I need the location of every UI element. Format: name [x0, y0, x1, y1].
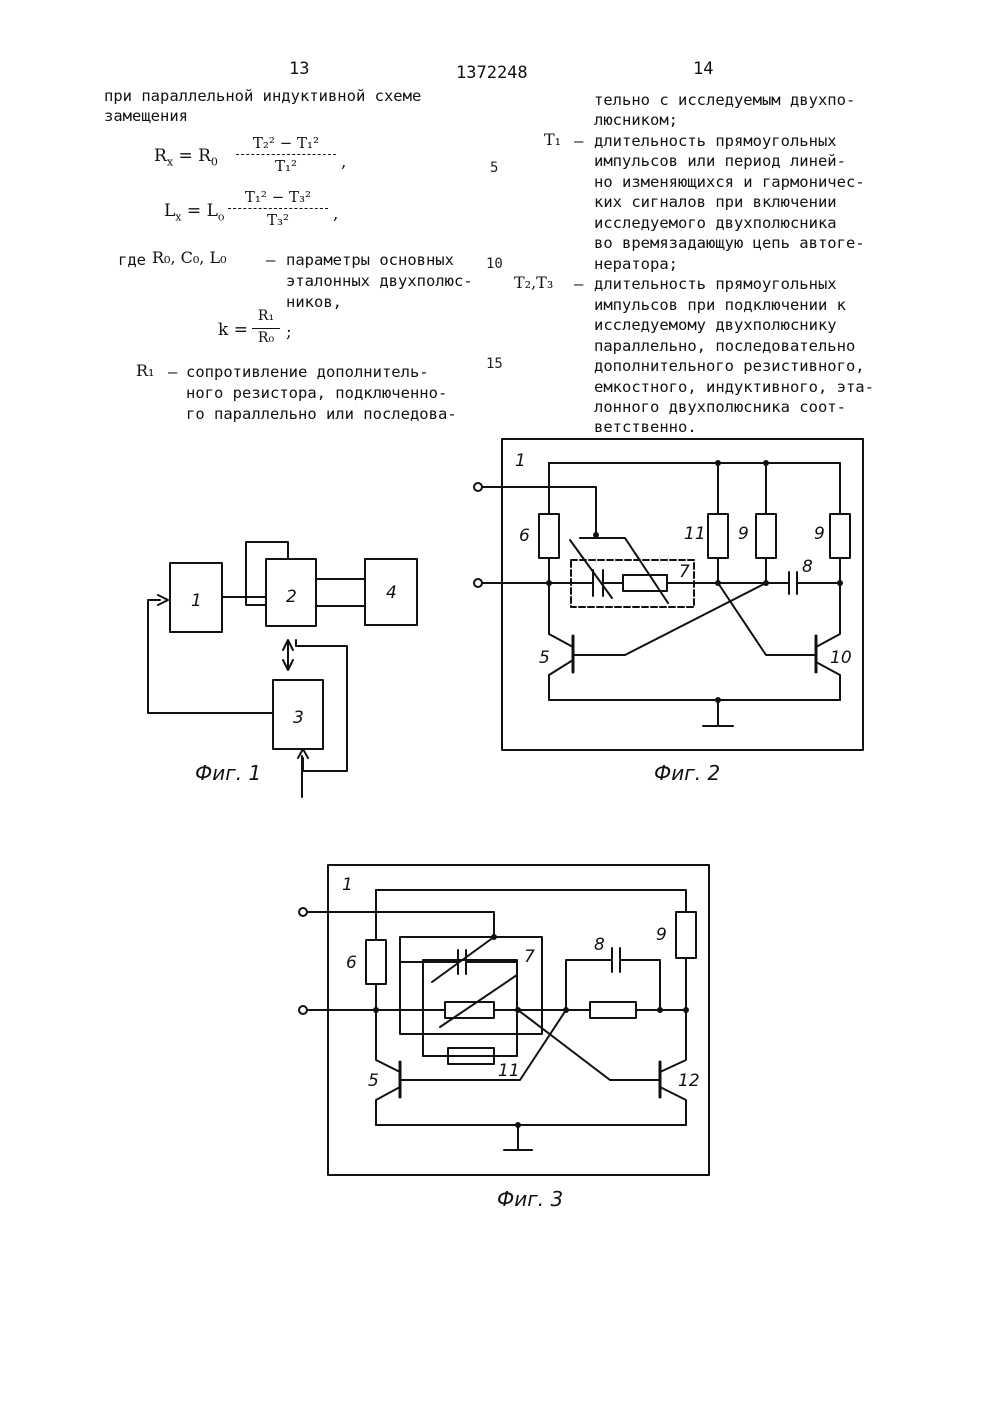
fig2-ground-symbol [703, 700, 733, 726]
fig3-wire [307, 912, 494, 937]
fig3-circuit: 1 6 7 8 9 5 11 12 [299, 865, 709, 1175]
fig2-tuning-arrows [570, 538, 668, 603]
fig2-resistor-9a [756, 514, 776, 558]
fig2-label-9a: 9 [738, 524, 749, 544]
fig3-label-8: 8 [594, 935, 605, 955]
fig1-link-2-3 [283, 640, 293, 670]
fig2-capacitor-8 [789, 572, 797, 594]
fig2-label-11: 11 [684, 524, 706, 544]
fig2-cross-wire-2 [718, 583, 816, 655]
fig3-capacitor-8 [612, 948, 620, 972]
fig2-terminal-top [474, 483, 482, 491]
fig3-label-12: 12 [678, 1071, 700, 1091]
fig1-block-diagram: 1 2 3 4 [148, 542, 417, 797]
fig2-resistor-7 [623, 575, 667, 591]
fig1-link-2-4 [316, 579, 365, 606]
fig2-transistor-10-leads [816, 583, 840, 700]
fig1-caption: Фиг. 1 [195, 761, 261, 785]
fig2-terminal-bottom [474, 579, 482, 587]
fig2-label-10: 10 [830, 648, 852, 668]
fig2-label-9b: 9 [814, 524, 825, 544]
fig2-label-5: 5 [539, 648, 550, 668]
fig2-resistor-9b [830, 514, 850, 558]
fig1-label-2: 2 [286, 587, 297, 607]
fig2-cross-wire-1 [573, 583, 766, 655]
fig1-label-4: 4 [386, 583, 397, 603]
fig2-label-6: 6 [519, 526, 530, 546]
fig3-terminal-bottom [299, 1006, 307, 1014]
fig2-resistor-11 [708, 514, 728, 558]
fig3-terminal-top [299, 908, 307, 916]
fig3-resistor-9 [676, 912, 696, 958]
fig3-resistor-6 [366, 940, 386, 984]
fig3-label-5: 5 [368, 1071, 379, 1091]
fig3-resistor-7 [445, 1002, 494, 1018]
fig3-block-7-inner [423, 960, 517, 1056]
fig2-frame [502, 439, 863, 750]
fig2-label-1: 1 [515, 451, 526, 471]
fig3-caption: Фиг. 3 [497, 1187, 563, 1211]
fig1-label-1: 1 [191, 591, 202, 611]
fig3-label-9: 9 [656, 925, 667, 945]
fig3-label-1: 1 [342, 875, 353, 895]
fig3-block-7-outer [400, 937, 542, 1034]
fig2-label-8: 8 [802, 557, 813, 577]
fig3-ground-symbol [504, 1125, 532, 1150]
fig3-cross-wire-2 [518, 1010, 660, 1080]
fig2-label-7: 7 [679, 562, 690, 582]
fig3-transistor-12-leads [660, 1010, 686, 1125]
fig1-feedback-3-1 [148, 595, 273, 713]
fig2-transistor-5-leads [549, 583, 573, 700]
fig3-label-11: 11 [498, 1061, 520, 1081]
fig3-transistor-5-leads [376, 1010, 400, 1125]
fig2-resistor-6 [539, 514, 559, 558]
fig3-resistor-8 [590, 1002, 636, 1018]
fig2-caption: Фиг. 2 [654, 761, 720, 785]
fig1-label-3: 3 [293, 708, 304, 728]
fig3-label-6: 6 [346, 953, 357, 973]
fig3-label-7: 7 [524, 947, 535, 967]
fig2-circuit: 1 6 11 9 9 7 8 5 10 [474, 439, 863, 750]
